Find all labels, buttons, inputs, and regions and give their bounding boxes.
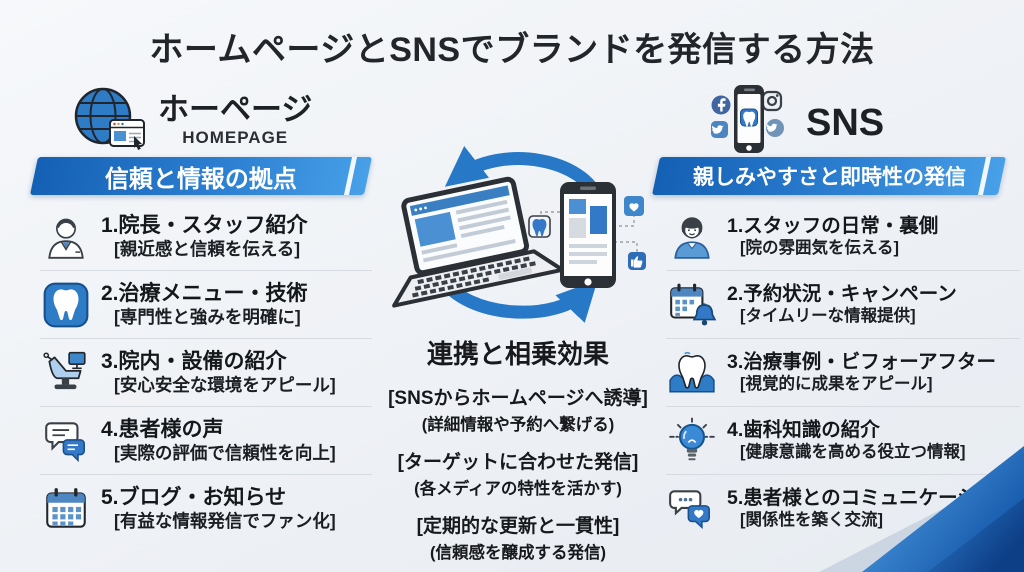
homepage-item-1-desc: [親近感と信頼を伝える] — [114, 238, 301, 259]
homepage-item-4-desc: [実際の評価で信頼性を向上] — [114, 442, 336, 463]
homepage-banner-label: 信頼と情報の拠点 — [105, 165, 297, 193]
homepage-header: ホーページ HOMEPAGE — [72, 84, 312, 157]
homepage-item-3-desc: [安心安全な環境をアピール] — [114, 374, 336, 395]
phone-illustration — [528, 182, 646, 288]
synergy-point-3-main: [定期的な更新と一貫性] — [416, 516, 620, 537]
laptop-phone-sync-illustration — [390, 138, 646, 336]
sns-item-5: 5.患者様とのコミュニケーション [関係性を築く交流] — [666, 474, 1020, 542]
synergy-point-2: [ターゲットに合わせた発信] (各メディアの特性を活かす) — [374, 447, 662, 499]
homepage-item-4: 4.患者様の声 [実際の評価で信頼性を向上] — [40, 406, 372, 474]
doctor-icon — [40, 211, 92, 263]
synergy-point-2-main: [ターゲットに合わせた発信] — [397, 452, 639, 473]
staff-icon — [666, 211, 718, 263]
synergy-point-3: [定期的な更新と一貫性] (信頼感を醸成する発信) — [374, 511, 662, 563]
sns-item-4: 4.歯科知識の紹介 [健康意識を高める役立つ情報] — [666, 406, 1020, 474]
sns-item-1-title: 1.スタッフの日常・裏側 — [727, 214, 939, 237]
synergy-point-3-sub: (信頼感を醸成する発信) — [430, 544, 606, 562]
sns-item-2-title: 2.予約状況・キャンペーン — [727, 282, 957, 305]
sns-item-4-desc: [健康意識を高める役立つ情報] — [740, 443, 966, 462]
synergy-point-1: [SNSからホームページへ誘導] (詳細情報や予約へ繋げる) — [374, 383, 662, 435]
globe-browser-icon — [72, 84, 148, 157]
homepage-banner: 信頼と情報の拠点 — [29, 157, 373, 195]
synergy-point-1-main: [SNSからホームページへ誘導] — [388, 388, 648, 409]
synergy-point-2-sub: (各メディアの特性を活かす) — [414, 480, 622, 498]
homepage-item-5-desc: [有益な情報発信でファン化] — [114, 510, 336, 531]
sns-item-1-desc: [院の雰囲気を伝える] — [740, 239, 899, 258]
homepage-item-3: 3.院内・設備の紹介 [安心安全な環境をアピール] — [40, 338, 372, 406]
homepage-item-2-desc: [専門性と強みを明確に] — [114, 306, 301, 327]
homepage-item-1-title: 1.院長・スタッフ紹介 — [101, 214, 308, 238]
tooth-gum-icon — [666, 347, 718, 399]
chat-bubbles-icon — [40, 415, 92, 467]
homepage-subheading: HOMEPAGE — [182, 128, 289, 148]
homepage-item-2-title: 2.治療メニュー・技術 — [101, 282, 308, 306]
synergy-section: 連携と相乗効果 [SNSからホームページへ誘導] (詳細情報や予約へ繋げる) [… — [374, 334, 662, 563]
calendar-icon — [40, 483, 92, 535]
homepage-item-4-title: 4.患者様の声 — [101, 418, 224, 442]
sns-banner: 親しみやすさと即時性の発信 — [651, 157, 1007, 195]
sns-item-5-title: 5.患者様とのコミュニケーション — [727, 486, 1016, 509]
sns-header: SNS — [706, 82, 884, 165]
synergy-point-1-sub: (詳細情報や予約へ繋げる) — [421, 416, 615, 434]
sns-item-3-desc: [視覚的に成果をアピール] — [740, 375, 933, 394]
tooth-app-icon — [40, 279, 92, 331]
homepage-heading: ホーページ — [158, 91, 313, 127]
homepage-item-2: 2.治療メニュー・技術 [専門性と強みを明確に] — [40, 270, 372, 338]
sns-item-1: 1.スタッフの日常・裏側 [院の雰囲気を伝える] — [666, 203, 1020, 270]
synergy-title: 連携と相乗効果 — [426, 339, 609, 369]
lightbulb-icon — [666, 415, 718, 467]
page-title: ホームページとSNSでブランドを発信する方法 — [149, 31, 875, 69]
chat-heart-icon — [666, 483, 718, 535]
calendar-bell-icon — [666, 279, 718, 331]
sns-item-2: 2.予約状況・キャンペーン [タイムリーな情報提供] — [666, 270, 1020, 338]
homepage-list: 1.院長・スタッフ紹介 [親近感と信頼を伝える] 2.治療メニュー・技術 [専門… — [40, 203, 372, 542]
homepage-item-1: 1.院長・スタッフ紹介 [親近感と信頼を伝える] — [40, 203, 372, 270]
sns-heading: SNS — [806, 102, 885, 144]
dental-chair-icon — [40, 347, 92, 399]
homepage-item-5: 5.ブログ・お知らせ [有益な情報発信でファン化] — [40, 474, 372, 542]
sns-item-3-title: 3.治療事例・ビフォーアフター — [727, 350, 996, 373]
phone-social-icon — [706, 82, 792, 165]
laptop-illustration — [392, 176, 565, 308]
homepage-item-5-title: 5.ブログ・お知らせ — [101, 486, 287, 510]
homepage-item-3-title: 3.院内・設備の紹介 — [101, 350, 287, 374]
sns-banner-label: 親しみやすさと即時性の発信 — [692, 166, 966, 189]
sns-list: 1.スタッフの日常・裏側 [院の雰囲気を伝える] — [666, 203, 1020, 542]
sns-item-3: 3.治療事例・ビフォーアフター [視覚的に成果をアピール] — [666, 338, 1020, 406]
sns-item-5-desc: [関係性を築く交流] — [740, 511, 883, 530]
sns-item-4-title: 4.歯科知識の紹介 — [727, 418, 880, 441]
sns-item-2-desc: [タイムリーな情報提供] — [740, 307, 916, 326]
